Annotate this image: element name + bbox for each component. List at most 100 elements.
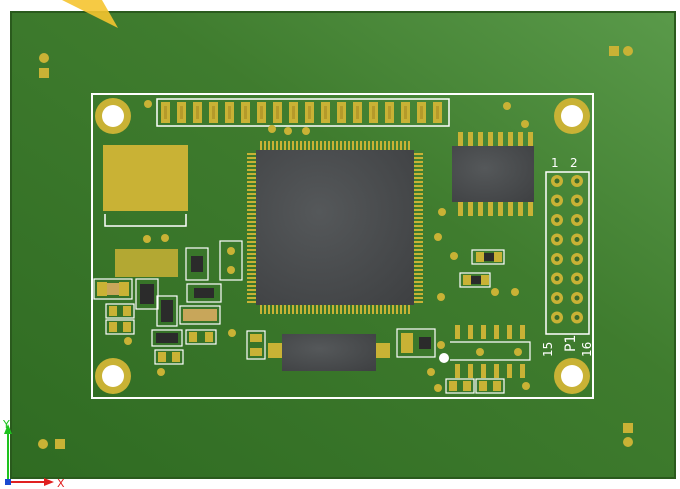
axis-y-label: Y [2,418,10,431]
pad [414,289,423,291]
pad [414,173,423,175]
pad [340,141,342,150]
pad [404,305,406,314]
pad [268,305,270,314]
pad [324,305,326,314]
pin-pad [574,295,580,301]
pin-pad [574,237,580,242]
pin-pad [574,315,580,320]
pad [247,193,256,195]
pad [368,141,370,150]
pad [247,221,256,223]
pad [247,297,256,299]
pad [364,305,366,314]
pad [247,173,256,175]
pad [414,161,423,163]
pad [458,132,463,146]
pad [300,141,302,150]
pad [508,132,513,146]
pad [180,106,183,119]
pin-15-label: 15 [541,342,555,357]
pad [414,269,423,271]
pad [400,305,402,314]
pad [247,217,256,219]
pad [332,141,334,150]
pad [458,202,463,216]
soic-chip [452,132,534,216]
pad [414,189,423,191]
pad [414,165,423,167]
pad [414,253,423,255]
pin-pad [554,315,560,320]
pad [468,202,473,216]
pad [324,106,327,119]
pad [414,277,423,279]
pad [247,181,256,183]
pad [324,141,326,150]
pad [280,141,282,150]
pad [247,269,256,271]
pad [414,185,423,187]
pad [332,305,334,314]
pad [247,277,256,279]
pad [264,305,266,314]
pad [247,189,256,191]
pad [508,202,513,216]
pin-pad [574,178,580,184]
pad [528,132,533,146]
pad [414,285,423,287]
pad [396,141,398,150]
pad [414,197,423,199]
passive-components [93,102,531,394]
pad [247,169,256,171]
connector-p1 [545,171,590,335]
pad [304,141,306,150]
pin-pad [574,276,580,281]
pad [414,213,423,215]
pin-pad [554,295,560,301]
pad [247,265,256,267]
pad [284,141,286,150]
pad [348,305,350,314]
silk-outline [91,93,594,399]
pin-pad [554,217,560,223]
pad [247,201,256,203]
pad [320,305,322,314]
pad [414,233,423,235]
pad [247,213,256,215]
pad [276,141,278,150]
pad [376,305,378,314]
pad [247,249,256,251]
pad [276,106,279,119]
pad [247,253,256,255]
pad [436,106,439,119]
pad [372,106,375,119]
pad [247,261,256,263]
pad [404,106,407,119]
pad [388,305,390,314]
pad [247,157,256,159]
pad [468,132,473,146]
pad [388,106,391,119]
pad [380,141,382,150]
pad [414,257,423,259]
pad [420,106,423,119]
pin-pad [554,256,560,262]
pad [356,106,359,119]
pad [304,305,306,314]
pad [247,289,256,291]
pad [414,261,423,263]
pad [376,141,378,150]
pad [328,305,330,314]
pad [296,141,298,150]
pad [247,225,256,227]
pad [247,161,256,163]
pad [316,141,318,150]
pad [414,301,423,303]
pad [247,285,256,287]
pad [260,141,262,150]
pad [364,141,366,150]
pad [292,106,295,119]
pad [272,141,274,150]
pad [414,193,423,195]
